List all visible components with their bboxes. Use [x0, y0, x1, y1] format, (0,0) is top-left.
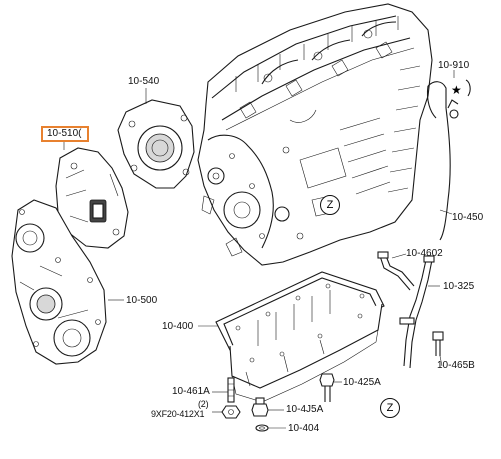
- label-10-325[interactable]: 10-325: [443, 281, 475, 292]
- oil-tube-10-325: [399, 255, 435, 369]
- label-10-425A[interactable]: 10-425A: [343, 377, 381, 388]
- stud-10-461A: [227, 377, 235, 403]
- label-10-450[interactable]: 10-450: [452, 212, 484, 223]
- timing-cover-10-510: [55, 147, 129, 249]
- rear-cover-10-540: [117, 99, 195, 189]
- dipstick-10-450: [439, 99, 459, 241]
- connector-z-upper: Z: [320, 195, 340, 215]
- leader-lines: [63, 70, 455, 429]
- washer-10-404: [255, 424, 269, 432]
- bolt-10-425A: [319, 373, 335, 402]
- oil-pipe-10-4602: [377, 251, 415, 291]
- label-9XF20-412X1[interactable]: 9XF20-412X1: [151, 409, 205, 419]
- label-qty-2: (2): [198, 399, 209, 409]
- drain-plug-10-4J5A: [251, 397, 269, 417]
- label-10-500[interactable]: 10-500: [126, 295, 158, 306]
- label-10-404[interactable]: 10-404: [288, 423, 320, 434]
- connector-z-lower: Z: [380, 398, 400, 418]
- dipstick-handle-10-910: [426, 79, 471, 119]
- highlighted-part-10-510[interactable]: 10-510(: [41, 126, 89, 142]
- engine-block: [197, 3, 433, 266]
- label-10-4J5A[interactable]: 10-4J5A: [286, 404, 324, 415]
- star-icon: ★: [451, 83, 462, 97]
- label-10-465B[interactable]: 10-465B: [437, 360, 475, 371]
- bolt-10-465B: [432, 331, 444, 356]
- label-10-461A[interactable]: 10-461A: [172, 386, 210, 397]
- label-10-910[interactable]: 10-910: [438, 60, 470, 71]
- label-10-400[interactable]: 10-400: [162, 321, 194, 332]
- nut-9XF20: [221, 405, 241, 419]
- front-cover-10-500: [11, 199, 107, 365]
- label-10-4602[interactable]: 10-4602: [406, 248, 443, 259]
- label-10-540[interactable]: 10-540: [128, 76, 160, 87]
- oil-pan-10-400: [215, 271, 385, 403]
